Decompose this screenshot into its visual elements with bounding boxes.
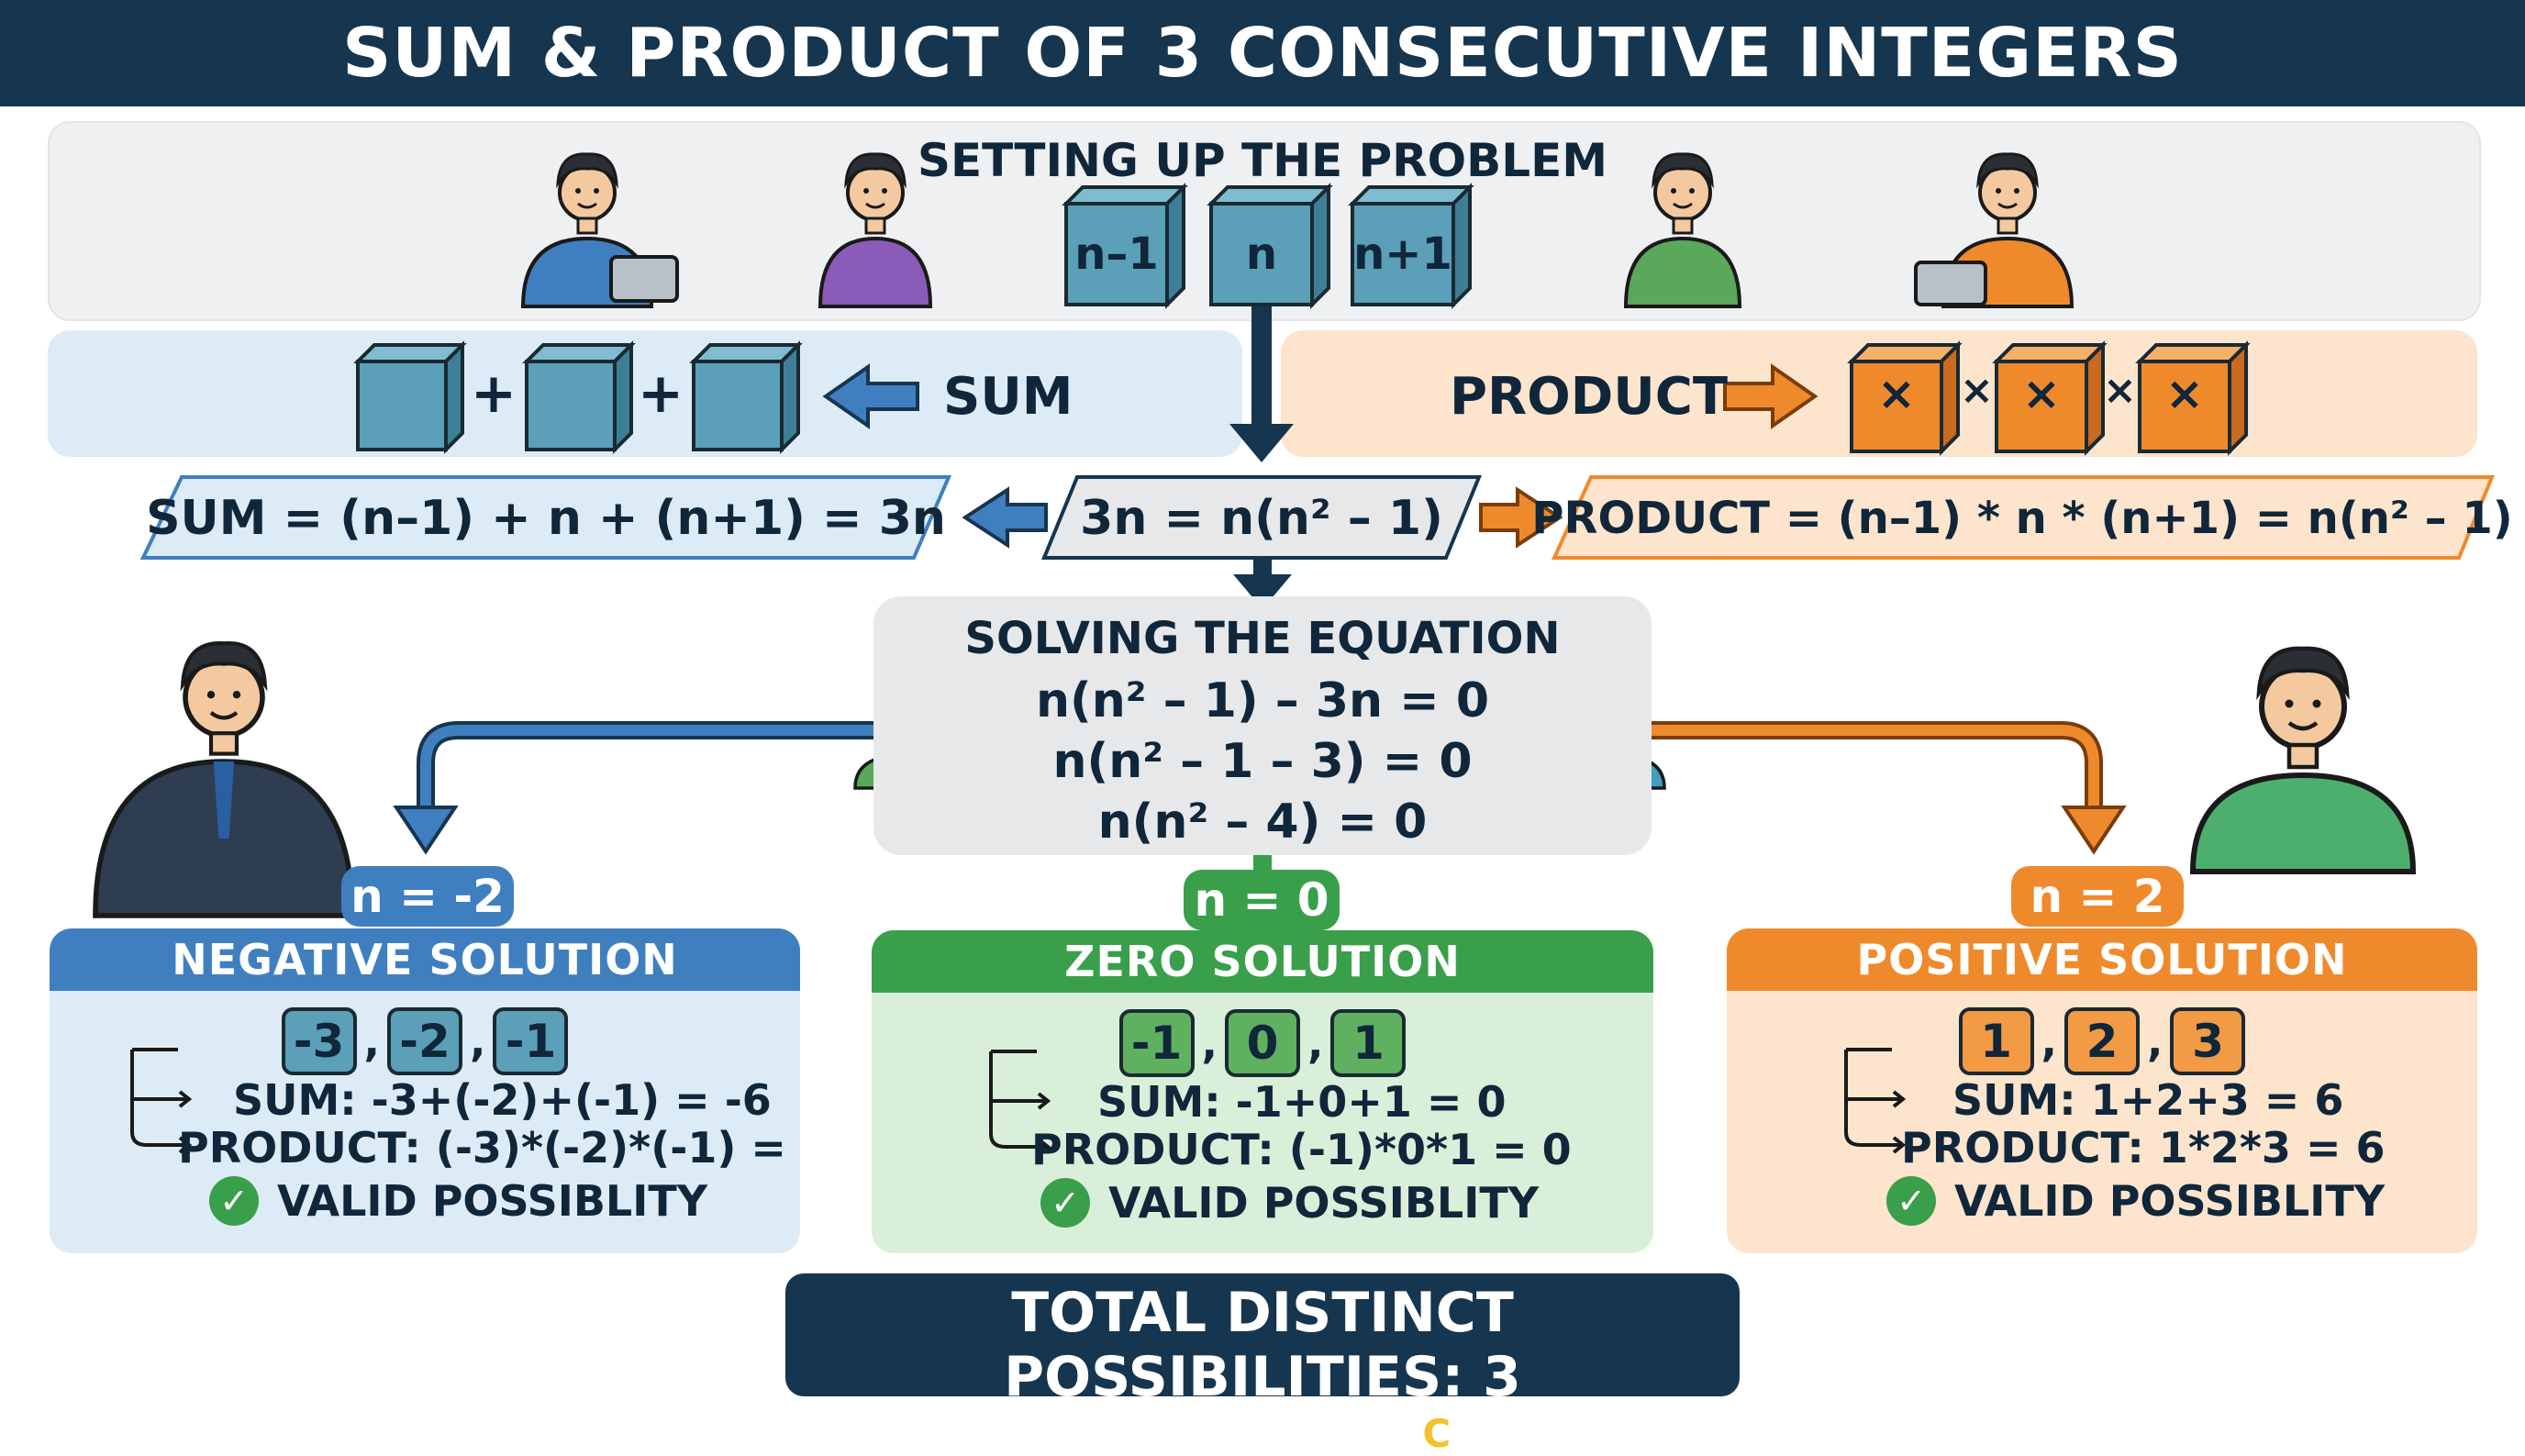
number-box: 3 — [2170, 1007, 2246, 1075]
number-box: -3 — [281, 1007, 357, 1075]
sum-blocks — [353, 340, 803, 454]
plus-sign: + — [470, 361, 517, 426]
tree-connector — [989, 1050, 1051, 1156]
sum-formula-box — [139, 475, 952, 560]
total-possibilities: TOTAL DISTINCT POSSIBILITIES: 3 — [1004, 1281, 1521, 1409]
check-icon: ✓ — [1886, 1176, 1936, 1226]
negative-valid: ✓ VALID POSSIBLITY — [209, 1176, 707, 1226]
number-box: -1 — [1118, 1009, 1195, 1077]
zero-sum: SUM: -1+0+1 = 0 — [1097, 1077, 1507, 1127]
times-sign: × — [2165, 367, 2204, 420]
zero-solution-title: ZERO SOLUTION — [872, 930, 1653, 993]
correct-option-answer: C — [1422, 1411, 1452, 1456]
arrow-down-icon — [1233, 574, 1292, 609]
arrow-down-icon — [2061, 806, 2127, 855]
person-illustration — [1623, 151, 1742, 308]
check-icon: ✓ — [1040, 1178, 1090, 1228]
times-sign: × — [1877, 367, 1916, 420]
negative-product: PRODUCT: (-3)*(-2)*(-1) = -6 — [178, 1123, 800, 1173]
sum-label: SUM — [943, 367, 1073, 427]
setup-title: SETTING UP THE PROBLEM — [917, 134, 1608, 187]
person-illustration — [2189, 649, 2417, 874]
person-illustration — [1914, 151, 2075, 308]
setup-blocks — [1062, 183, 1474, 309]
arrow-right-icon — [1723, 363, 1819, 429]
pill-negative: n = -2 — [341, 866, 514, 927]
solving-step-3: n(n² – 4) = 0 — [1097, 795, 1428, 850]
block-label-n-plus-1: n+1 — [1353, 228, 1452, 280]
equation-box — [1041, 475, 1482, 560]
block-label-n: n — [1245, 228, 1278, 280]
sum-formula: SUM = (n–1) + n + (n+1) = 3n — [146, 491, 946, 546]
number-box: 0 — [1225, 1009, 1300, 1077]
arrow-left-icon — [822, 363, 919, 429]
person-illustration — [93, 643, 355, 918]
pill-positive: n = 2 — [2011, 866, 2184, 927]
positive-numbers: 1 , 2 , 3 — [1727, 1007, 2477, 1075]
page-title: SUM & PRODUCT OF 3 CONSECUTIVE INTEGERS — [342, 14, 2183, 93]
arrow-down-icon — [393, 806, 459, 855]
arrow-down-icon — [1229, 306, 1294, 462]
zero-numbers: -1 , 0 , 1 — [872, 1009, 1653, 1077]
tree-connector — [130, 1048, 193, 1154]
product-blocks — [1847, 340, 2251, 456]
arrow-left-icon — [962, 486, 1048, 549]
check-icon: ✓ — [209, 1176, 259, 1226]
negative-solution-card: NEGATIVE SOLUTION -3 , -2 , -1 SUM: -3+(… — [50, 928, 800, 1253]
product-formula-box — [1551, 475, 2495, 560]
zero-solution-card: ZERO SOLUTION -1 , 0 , 1 SUM: -1+0+1 = 0… — [872, 930, 1653, 1253]
plus-sign: + — [637, 361, 684, 426]
solving-title: SOLVING THE EQUATION — [964, 613, 1561, 664]
zero-valid: ✓ VALID POSSIBLITY — [1040, 1178, 1539, 1228]
solving-step-1: n(n² – 1) – 3n = 0 — [1035, 673, 1490, 728]
equation-formula: 3n = n(n² – 1) — [1080, 491, 1443, 546]
solving-panel — [873, 596, 1652, 855]
solving-step-2: n(n² – 1 – 3) = 0 — [1052, 734, 1473, 789]
branch-negative — [417, 721, 873, 807]
negative-numbers: -3 , -2 , -1 — [50, 1007, 800, 1075]
positive-product: PRODUCT: 1*2*3 = 6 — [1901, 1123, 2386, 1173]
tree-connector — [1844, 1048, 1907, 1154]
times-sign: × — [1960, 367, 1994, 414]
header-bar: SUM & PRODUCT OF 3 CONSECUTIVE INTEGERS — [0, 0, 2525, 106]
block-label-n-minus-1: n–1 — [1074, 228, 1159, 280]
total-banner: TOTAL DISTINCT POSSIBILITIES: 3 Correct … — [785, 1273, 1740, 1456]
positive-solution-card: POSITIVE SOLUTION 1 , 2 , 3 SUM: 1+2+3 =… — [1727, 928, 2477, 1253]
product-formula: PRODUCT = (n–1) * n * (n+1) = n(n² – 1) — [1531, 493, 2513, 544]
sum-panel — [48, 330, 1242, 457]
correct-option: Correct Option: C — [1073, 1411, 1452, 1456]
times-sign: × — [2022, 367, 2061, 420]
number-box: 2 — [2064, 1007, 2140, 1075]
positive-valid: ✓ VALID POSSIBLITY — [1886, 1176, 2385, 1226]
diagram-graphics — [93, 151, 2495, 918]
times-sign: × — [2103, 367, 2137, 414]
zero-product: PRODUCT: (-1)*0*1 = 0 — [1031, 1125, 1572, 1174]
pill-zero: n = 0 — [1184, 870, 1340, 930]
negative-solution-title: NEGATIVE SOLUTION — [50, 928, 800, 991]
arrow-right-icon — [1479, 486, 1563, 549]
positive-sum: SUM: 1+2+3 = 6 — [1952, 1075, 2344, 1125]
branch-positive — [1652, 721, 2103, 807]
positive-solution-title: POSITIVE SOLUTION — [1727, 928, 2477, 991]
product-label: PRODUCT — [1450, 367, 1729, 427]
number-box: -1 — [493, 1007, 569, 1075]
number-box: 1 — [1330, 1009, 1407, 1077]
number-box: 1 — [1958, 1007, 2034, 1075]
person-illustration — [520, 151, 679, 308]
negative-sum: SUM: -3+(-2)+(-1) = -6 — [233, 1075, 772, 1125]
person-illustration — [818, 151, 933, 308]
number-box: -2 — [387, 1007, 462, 1075]
